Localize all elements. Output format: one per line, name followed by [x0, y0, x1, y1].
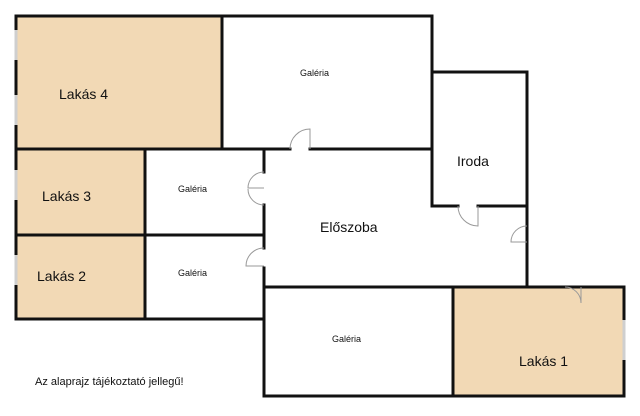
galeria-mid-lower-label: Galéria: [178, 268, 208, 278]
door-galeria-mid-lower: [245, 247, 265, 267]
lakas-2-label: Lakás 2: [37, 268, 87, 284]
door-lakas1: [564, 286, 582, 304]
door-galeria-top: [289, 128, 311, 150]
door-eloszoba-right: [510, 225, 528, 243]
disclaimer-note: Az alaprajz tájékoztató jellegű!: [35, 376, 184, 388]
eloszoba-label: Előszoba: [320, 219, 378, 235]
windows: [14, 30, 626, 360]
apartment-fills: [16, 16, 624, 396]
lakas-2-fill: [16, 235, 145, 319]
doors: [245, 128, 582, 304]
door-iroda: [457, 205, 479, 227]
lakas-3-label: Lakás 3: [42, 188, 92, 204]
galeria-bottom-label: Galéria: [332, 334, 362, 344]
lakas-3-fill: [16, 149, 145, 235]
lakas-4-label: Lakás 4: [59, 86, 109, 102]
lakas-4-fill: [16, 16, 222, 149]
wall-top-right: [262, 14, 626, 398]
galeria-top-label: Galéria: [300, 68, 330, 78]
lakas-1-fill: [453, 287, 624, 396]
iroda-label: Iroda: [457, 153, 489, 169]
lakas-1-label: Lakás 1: [519, 353, 569, 369]
galeria-mid-upper-label: Galéria: [178, 184, 208, 194]
door-galeria-mid-upper: [247, 171, 265, 206]
wall-iroda: [430, 70, 529, 208]
